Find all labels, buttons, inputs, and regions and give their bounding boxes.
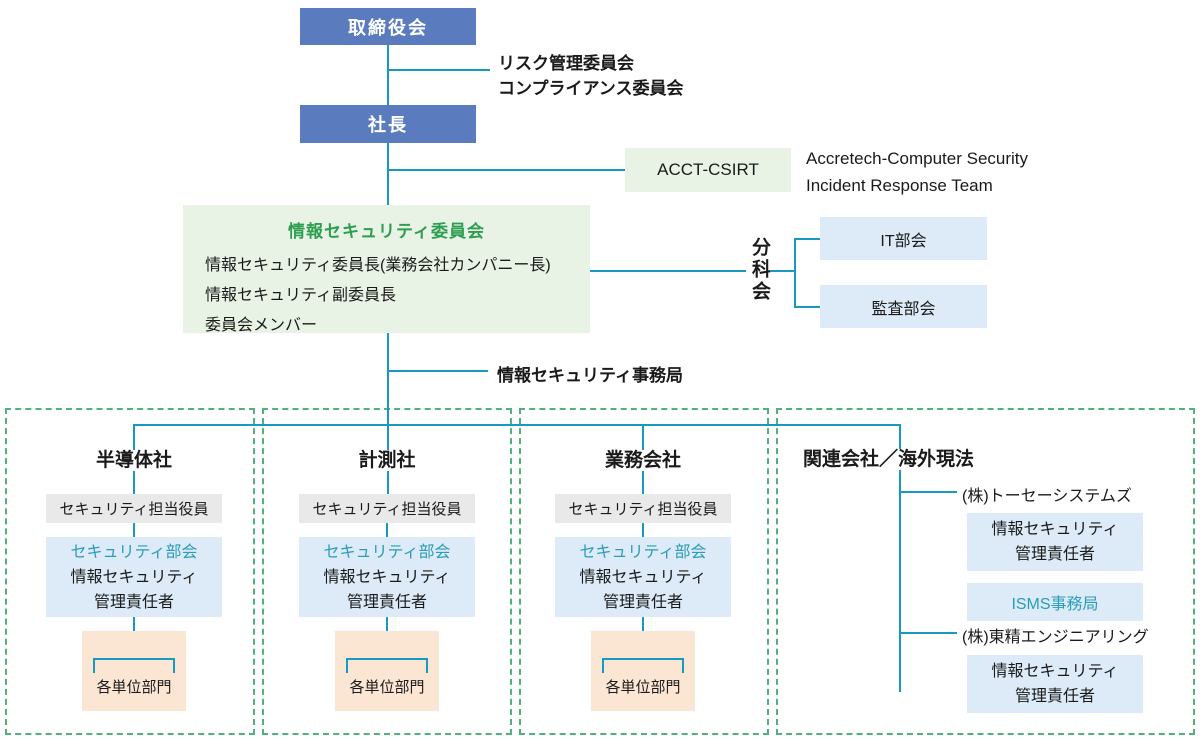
affiliate-company-name: (株)トーセーシステムズ <box>962 488 1132 505</box>
manager-line: 情報セキュリティ <box>991 521 1119 538</box>
info-security-committee-box: 情報セキュリティ委員会 情報セキュリティ委員長(業務会社カンパニー長) 情報セキ… <box>183 205 590 334</box>
committee-member: 情報セキュリティ副委員長 <box>205 287 397 304</box>
manager-line: 管理責任者 <box>1014 688 1095 705</box>
affiliates-title: 関連会社／海外現法 <box>798 444 980 471</box>
connector-line <box>133 523 135 537</box>
security-board-box: セキュリティ部会 情報セキュリティ 管理責任者 <box>555 537 731 617</box>
affiliate-manager-box: 情報セキュリティ 管理責任者 <box>967 513 1143 571</box>
manager-line: 管理責任者 <box>93 593 174 611</box>
connector-line <box>899 424 901 692</box>
connector-line <box>794 238 796 308</box>
company-title-label: 半導体社 <box>90 450 177 471</box>
manager-line: 管理責任者 <box>602 593 683 611</box>
csirt-description: Accretech-Computer Security Incident Res… <box>806 145 1028 199</box>
committee-title: 情報セキュリティ委員会 <box>288 222 485 241</box>
company-title: 計測社 <box>299 445 475 472</box>
it-group-box: IT部会 <box>820 217 987 260</box>
units-highlight <box>591 631 695 711</box>
affiliate-manager-box: 情報セキュリティ 管理責任者 <box>967 655 1143 713</box>
compliance-committee-label: コンプライアンス委員会 <box>498 79 684 98</box>
bracket-tick <box>602 658 604 673</box>
security-officer-box: セキュリティ担当役員 <box>299 494 475 523</box>
audit-group-box: 監査部会 <box>820 285 987 328</box>
bracket-line <box>93 658 175 660</box>
bracket-tick <box>93 658 95 673</box>
security-board-label: セキュリティ部会 <box>579 543 707 561</box>
security-officer-box: セキュリティ担当役員 <box>46 494 222 523</box>
bracket-line <box>346 658 428 660</box>
subcommittee-label: 分科会 <box>749 237 770 303</box>
connector-line <box>387 333 389 425</box>
connector-line <box>899 632 957 634</box>
connector-line <box>796 306 820 308</box>
committee-members: 情報セキュリティ委員長(業務会社カンパニー長) 情報セキュリティ副委員長 委員会… <box>183 242 590 341</box>
side-committees-note: リスク管理委員会 コンプライアンス委員会 <box>498 51 683 101</box>
committee-member: 委員会メンバー <box>205 317 318 334</box>
section-business <box>519 408 769 735</box>
board-of-directors-box: 取締役会 <box>300 8 476 45</box>
connector-line <box>899 491 957 493</box>
bracket-tick <box>682 658 684 673</box>
manager-line: 情報セキュリティ <box>579 568 707 586</box>
connector-line <box>388 169 625 171</box>
csirt-box: ACCT-CSIRT <box>625 148 791 192</box>
section-affiliates <box>776 408 1195 735</box>
manager-line: 管理責任者 <box>346 593 427 611</box>
company-title: 業務会社 <box>555 445 731 472</box>
bracket-tick <box>346 658 348 673</box>
connector-line <box>388 370 488 372</box>
connector-line <box>387 45 389 105</box>
company-title-label: 計測社 <box>353 450 421 471</box>
manager-line: 情報セキュリティ <box>70 568 198 586</box>
isms-office-box: ISMS事務局 <box>967 583 1143 621</box>
secretariat-label: 情報セキュリティ事務局 <box>497 366 683 385</box>
connector-line <box>134 424 901 426</box>
affiliates-title-label: 関連会社／海外現法 <box>798 449 980 470</box>
security-board-box: セキュリティ部会 情報セキュリティ 管理責任者 <box>299 537 475 617</box>
bracket-tick <box>173 658 175 673</box>
connector-line <box>796 238 820 240</box>
security-board-box: セキュリティ部会 情報セキュリティ 管理責任者 <box>46 537 222 617</box>
units-label: 各単位部門 <box>349 679 425 696</box>
section-semiconductor <box>5 408 255 735</box>
connector-line <box>770 270 796 272</box>
company-title: 半導体社 <box>46 445 222 472</box>
connector-line <box>386 523 388 537</box>
units-label: 各単位部門 <box>96 679 172 696</box>
affiliate-company-name: (株)東精エンジニアリング <box>962 629 1149 646</box>
security-board-label: セキュリティ部会 <box>323 543 451 561</box>
bracket-line <box>602 658 684 660</box>
connector-line <box>642 523 644 537</box>
company-title-label: 業務会社 <box>599 450 686 471</box>
units-highlight <box>335 631 439 711</box>
security-officer-box: セキュリティ担当役員 <box>555 494 731 523</box>
csirt-description-line: Incident Response Team <box>806 176 993 195</box>
manager-line: 情報セキュリティ <box>323 568 451 586</box>
units-highlight <box>82 631 186 711</box>
manager-line: 管理責任者 <box>1014 546 1095 563</box>
president-box: 社長 <box>300 105 476 143</box>
risk-committee-label: リスク管理委員会 <box>498 54 634 73</box>
manager-line: 情報セキュリティ <box>991 663 1119 680</box>
committee-member: 情報セキュリティ委員長(業務会社カンパニー長) <box>205 257 551 274</box>
units-label: 各単位部門 <box>605 679 681 696</box>
connector-line <box>387 143 389 205</box>
connector-line <box>590 270 746 272</box>
bracket-tick <box>426 658 428 673</box>
csirt-description-line: Accretech-Computer Security <box>806 149 1029 168</box>
security-board-label: セキュリティ部会 <box>70 543 198 561</box>
connector-line <box>388 69 490 71</box>
